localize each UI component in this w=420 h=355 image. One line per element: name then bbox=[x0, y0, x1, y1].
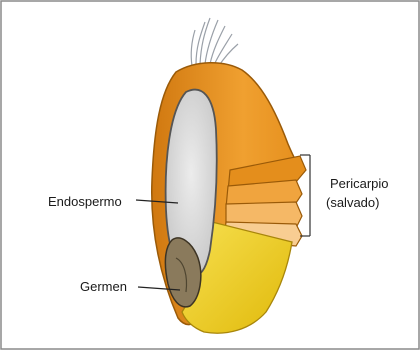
label-pericarp-sub: (salvado) bbox=[326, 195, 379, 210]
grain-hairs bbox=[191, 18, 238, 67]
label-endosperm: Endospermo bbox=[48, 194, 122, 209]
label-germ: Germen bbox=[80, 279, 127, 294]
label-pericarp: Pericarpio bbox=[330, 176, 389, 191]
